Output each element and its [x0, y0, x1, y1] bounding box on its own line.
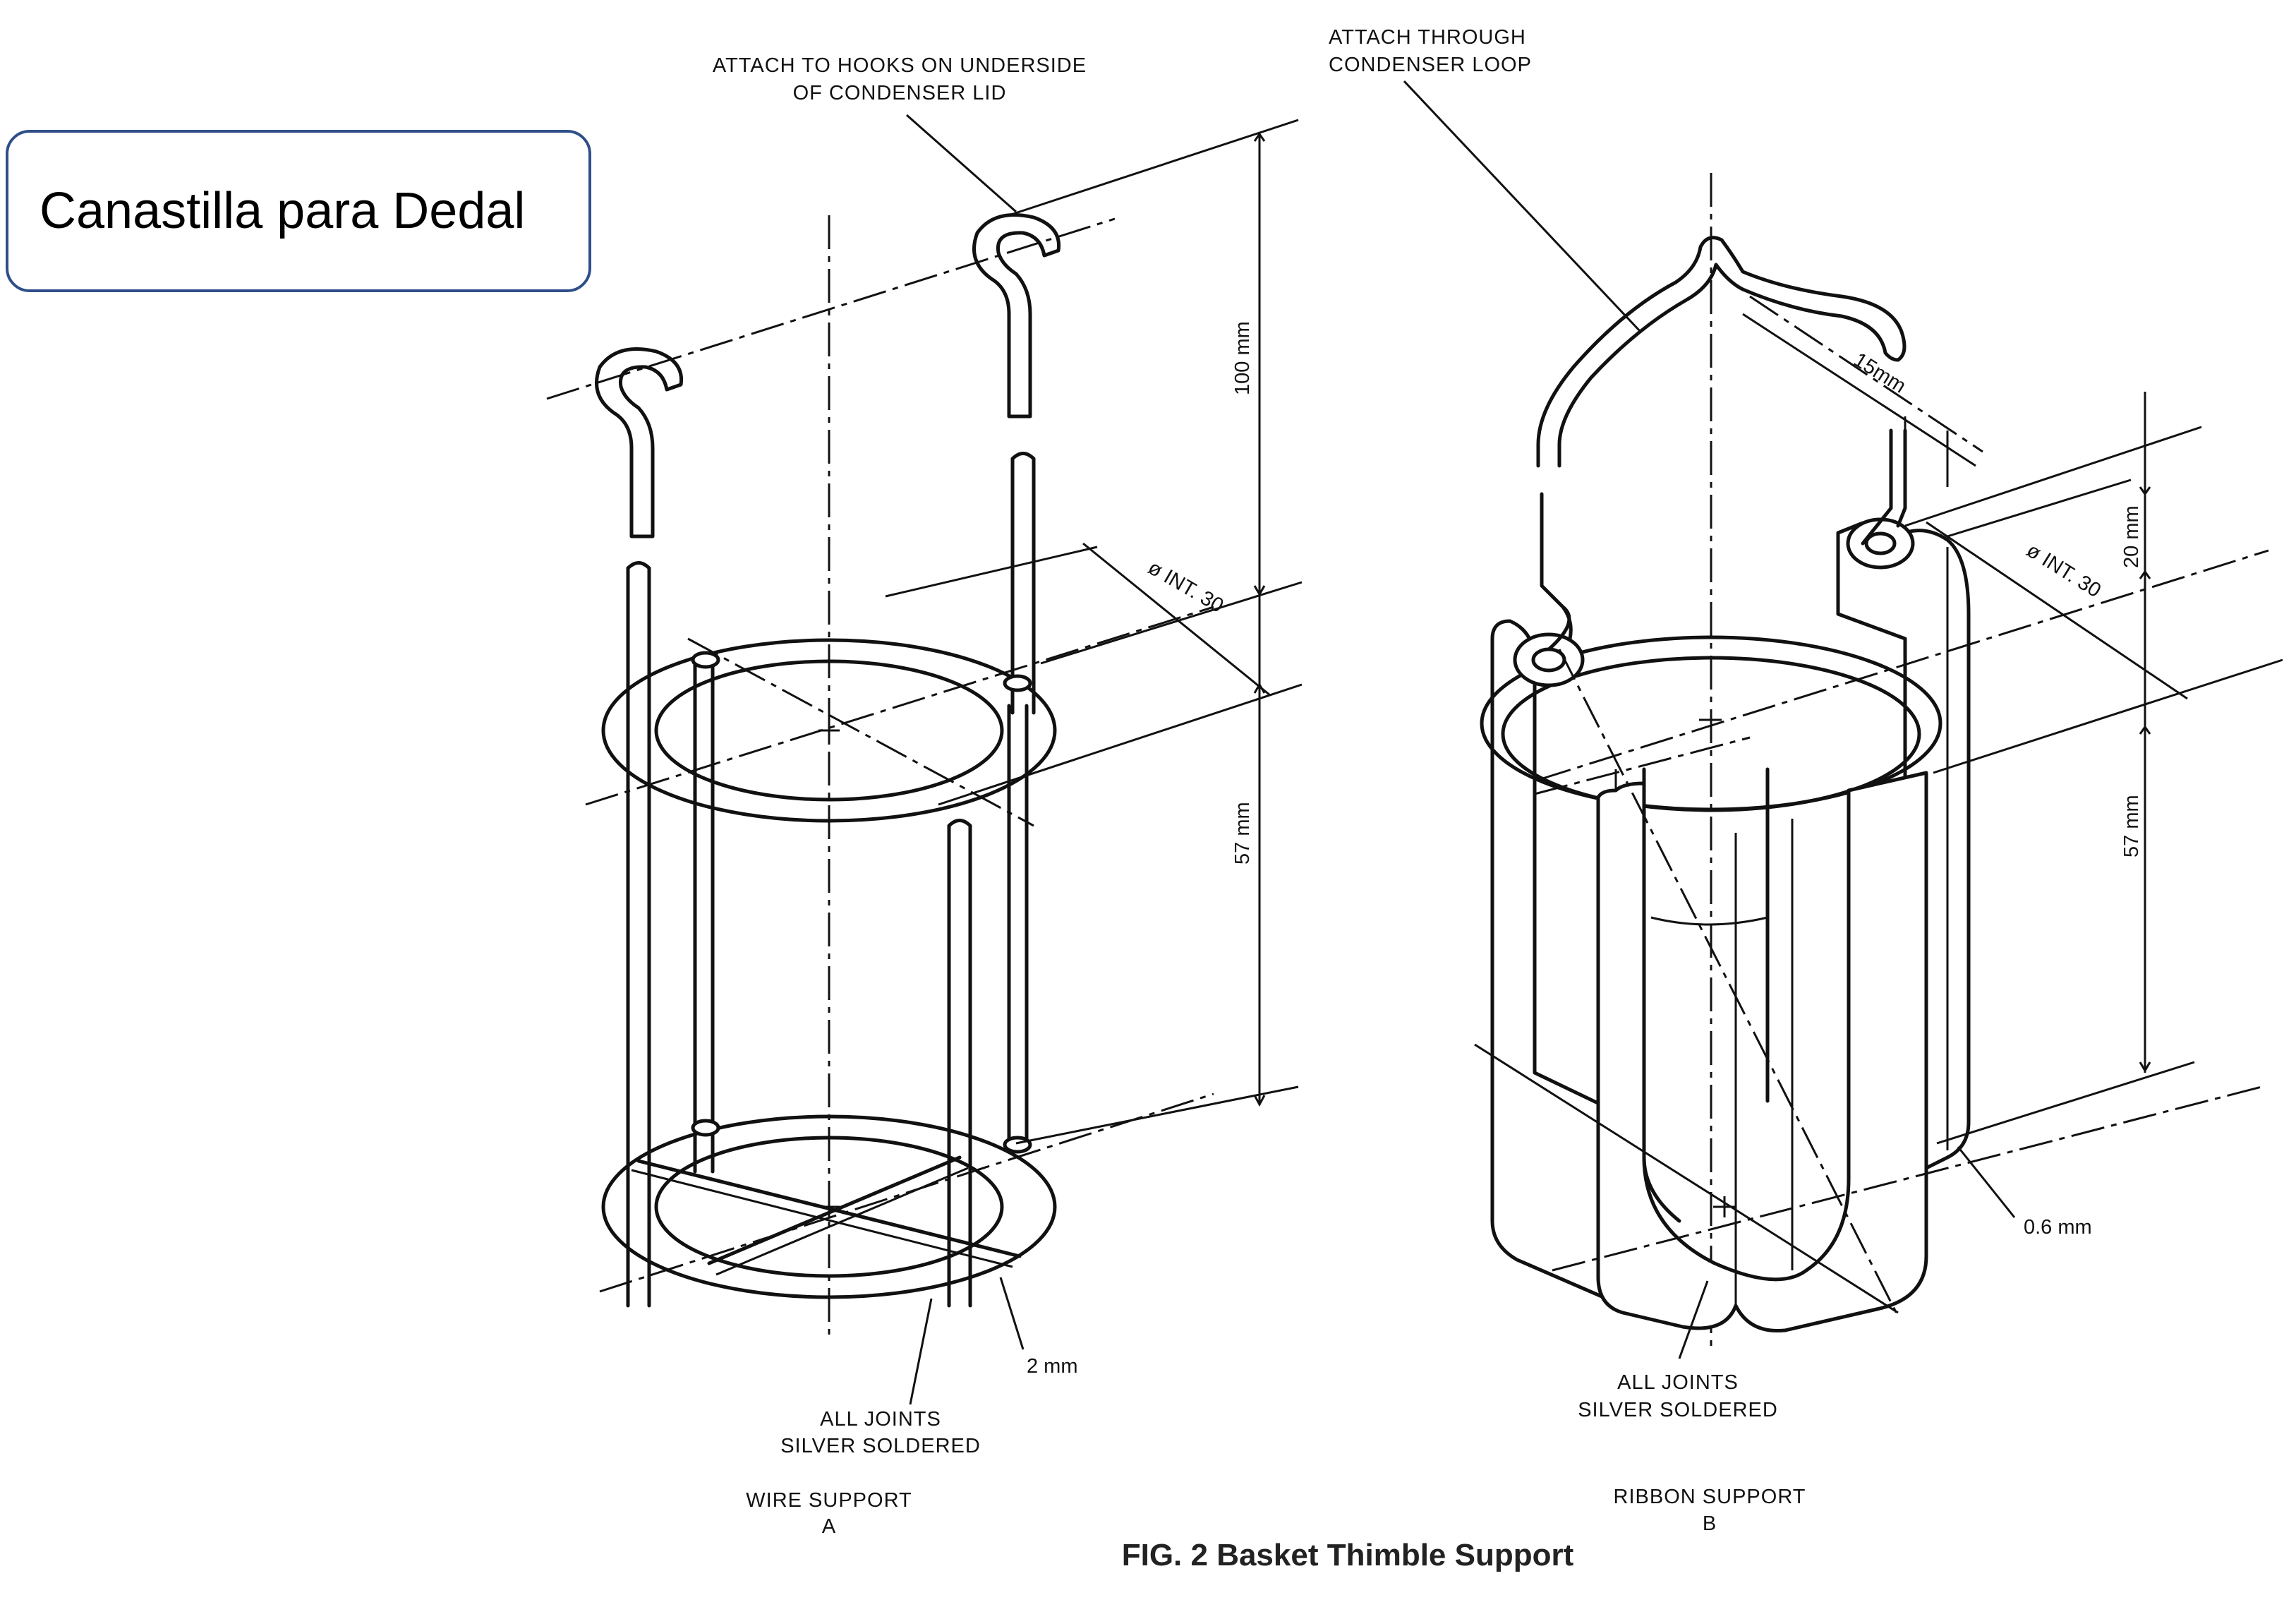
ribbon-support-drawing: [1403, 80, 2283, 1359]
ribbon-dim-diameter: ø INT. 30: [2022, 539, 2105, 602]
figure-caption: FIG. 2 Basket Thimble Support: [1122, 1538, 1574, 1572]
wire-top-ring-inner: [654, 659, 1004, 802]
wire-dim-wire: 2 mm: [1027, 1355, 1078, 1378]
callout-title: Canastilla para Dedal: [40, 183, 526, 239]
wire-joints-line2: SILVER SOLDERED: [780, 1435, 981, 1457]
ribbon-top-note-line1: ATTACH THROUGH: [1329, 26, 1526, 49]
wire-support-name: WIRE SUPPORT: [746, 1489, 912, 1512]
ribbon-top-note-line2: CONDENSER LOOP: [1329, 54, 1532, 76]
wire-top-ring-outer: [601, 638, 1057, 823]
wire-rod-front: [947, 824, 972, 1308]
ribbon-dim-basket: 57 mm: [2120, 795, 2143, 857]
wire-support-drawing: [546, 114, 1303, 1405]
wire-dim-height: 100 mm: [1231, 321, 1254, 395]
wire-bottom-ring-outer: [601, 1114, 1057, 1299]
ribbon-loop-left: [1513, 632, 1585, 687]
wire-dim-basket: 57 mm: [1231, 802, 1254, 865]
ribbon-loop-right: [1846, 517, 1915, 570]
ribbon-joints-line1: ALL JOINTS: [1617, 1371, 1739, 1394]
wire-support-letter: A: [822, 1515, 836, 1538]
ribbon-suspension-wire: [1536, 236, 1907, 468]
ribbon-support-letter: B: [1703, 1512, 1717, 1535]
wire-top-note-line1: ATTACH TO HOOKS ON UNDERSIDE: [713, 54, 1087, 77]
wire-rod-back-left: [693, 661, 715, 1174]
ribbon-ring-inner: [1501, 656, 1921, 812]
wire-top-note-line2: OF CONDENSER LID: [793, 82, 1007, 104]
ribbon-dim-thickness: 0.6 mm: [2024, 1216, 2092, 1239]
wire-dim-diameter: ø INT. 30: [1144, 556, 1228, 618]
wire-rod-left: [626, 566, 651, 1308]
ribbon-joints-line2: SILVER SOLDERED: [1578, 1399, 1778, 1421]
ribbon-dim-tab: 20 mm: [2120, 505, 2143, 568]
wire-hook-right: [972, 213, 1061, 419]
wire-joints-line1: ALL JOINTS: [820, 1408, 941, 1431]
wire-rod-back-right: [1007, 704, 1029, 1145]
ribbon-front-strip: [1596, 771, 1928, 1333]
ribbon-support-name: RIBBON SUPPORT: [1614, 1486, 1806, 1508]
wire-bottom-ring-inner: [654, 1136, 1004, 1278]
title-callout: Canastilla para Dedal: [6, 130, 591, 292]
wire-hook-left: [595, 347, 684, 538]
